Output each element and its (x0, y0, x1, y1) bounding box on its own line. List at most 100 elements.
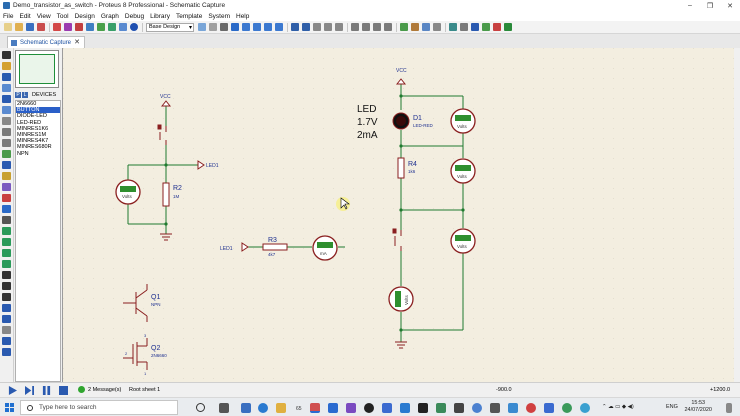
make-device-icon[interactable] (411, 23, 419, 31)
2d-arc-icon[interactable] (2, 249, 11, 257)
schematic-icon[interactable] (64, 23, 72, 31)
device-pins-icon[interactable] (2, 139, 11, 147)
system-tray-icons[interactable]: ⌃ ☁ ▭ ◆ ◀) (602, 404, 634, 410)
help-icon[interactable] (130, 23, 138, 31)
cortana-icon[interactable] (196, 403, 205, 412)
opera-icon[interactable] (526, 403, 536, 413)
origin-icon[interactable] (220, 23, 228, 31)
library-manager-button[interactable]: L (22, 92, 28, 98)
2d-circle-icon[interactable] (2, 238, 11, 246)
zoom-in-icon[interactable] (242, 23, 250, 31)
zoom-all-icon[interactable] (264, 23, 272, 31)
pick-device-icon[interactable] (400, 23, 408, 31)
voltmeter-led[interactable] (450, 108, 476, 134)
menu-system[interactable]: System (208, 12, 230, 20)
language-indicator[interactable]: ENG (666, 404, 678, 410)
text-script-icon[interactable] (2, 95, 11, 103)
proteus-taskbar-icon[interactable] (310, 403, 320, 413)
menu-template[interactable]: Template (175, 12, 203, 20)
new-sheet-icon[interactable] (482, 23, 490, 31)
open-folder-icon[interactable] (15, 23, 23, 31)
zoom-area-icon[interactable] (275, 23, 283, 31)
2d-path-icon[interactable] (2, 260, 11, 268)
mail-icon[interactable] (328, 403, 338, 413)
property-assignment-icon[interactable] (471, 23, 479, 31)
close-tab-icon[interactable]: ✕ (74, 39, 80, 46)
cut-icon[interactable] (313, 23, 321, 31)
block-delete-icon[interactable] (384, 23, 392, 31)
copy-icon[interactable] (324, 23, 332, 31)
buses-icon[interactable] (2, 106, 11, 114)
stop-simulation-icon[interactable] (59, 386, 68, 395)
tape-recorder-icon[interactable] (2, 161, 11, 169)
block-move-icon[interactable] (362, 23, 370, 31)
voltmeter-switch[interactable] (450, 228, 476, 254)
device-list-item[interactable]: 2N6660 (17, 101, 37, 107)
system-clock[interactable]: 15:53 24/07/2020 (684, 400, 712, 414)
menu-debug[interactable]: Debug (124, 12, 145, 20)
rotate-anticlockwise-icon[interactable] (2, 315, 11, 323)
menu-edit[interactable]: Edit (19, 12, 31, 20)
wire-label-icon[interactable] (2, 84, 11, 92)
notifications-icon[interactable] (726, 403, 732, 413)
2d-box-icon[interactable] (2, 227, 11, 235)
netlist-icon[interactable] (504, 23, 512, 31)
device-list-item[interactable]: BUTTON (16, 107, 60, 114)
app-icon-navy[interactable] (544, 403, 554, 413)
schematic-canvas[interactable]: VCC R2 1M LED1 Volts LED1 R3 4k7 mA Q1 N… (62, 48, 734, 382)
app-icon-purple[interactable] (346, 403, 356, 413)
maximize-button[interactable]: ❐ (706, 2, 714, 10)
packaging-tool-icon[interactable] (422, 23, 430, 31)
app-icon-lightblue[interactable] (508, 403, 518, 413)
mirror-y-icon[interactable] (2, 348, 11, 356)
step-simulation-icon[interactable] (25, 386, 34, 395)
menu-view[interactable]: View (36, 12, 51, 20)
component-mode-icon[interactable] (2, 62, 11, 70)
new-file-icon[interactable] (4, 23, 12, 31)
current-probe-icon[interactable] (2, 194, 11, 202)
menu-help[interactable]: Help (236, 12, 250, 20)
refresh-icon[interactable] (198, 23, 206, 31)
file-explorer-icon[interactable] (276, 403, 286, 413)
2d-text-icon[interactable] (2, 271, 11, 279)
subcircuit-icon[interactable] (2, 117, 11, 125)
app-icon-teal[interactable] (562, 403, 572, 413)
redo-icon[interactable] (302, 23, 310, 31)
overview-window[interactable] (15, 50, 59, 88)
device-list-item[interactable]: MINRES680R (17, 144, 52, 151)
gerber-icon[interactable] (97, 23, 105, 31)
voltage-probe-icon[interactable] (2, 183, 11, 191)
run-simulation-icon[interactable] (8, 386, 17, 395)
menu-graph[interactable]: Graph (100, 12, 119, 20)
home-icon[interactable] (53, 23, 61, 31)
app-icon-gray[interactable] (490, 403, 500, 413)
close-button[interactable]: ✕ (727, 2, 733, 10)
voltmeter-r4[interactable] (450, 158, 476, 184)
decompose-icon[interactable] (433, 23, 441, 31)
block-copy-icon[interactable] (351, 23, 359, 31)
design-variant-dropdown[interactable]: Base Design (146, 22, 194, 32)
rotation-angle-field[interactable] (2, 326, 11, 334)
bom-icon[interactable] (108, 23, 116, 31)
pick-devices-button[interactable]: P (15, 92, 21, 98)
source-code-icon[interactable] (119, 23, 127, 31)
rotate-clockwise-icon[interactable] (2, 304, 11, 312)
voltmeter-bottom[interactable] (388, 286, 414, 312)
app-icon-blue[interactable] (382, 403, 392, 413)
device-list-item[interactable]: MINRES1K6 (17, 125, 49, 132)
2d-line-icon[interactable] (2, 216, 11, 224)
task-view-icon[interactable] (219, 403, 229, 413)
schematic-drawing[interactable]: VCC R2 1M LED1 Volts LED1 R3 4k7 mA Q1 N… (63, 48, 734, 382)
device-list-item[interactable]: MINRES4K7 (17, 138, 49, 145)
device-list-item[interactable]: MINRES1M (17, 132, 47, 139)
device-list-item[interactable]: NPN (17, 150, 29, 157)
graph-icon[interactable] (2, 150, 11, 158)
3d-view-icon[interactable] (86, 23, 94, 31)
grid-icon[interactable] (209, 23, 217, 31)
edge-browser-icon[interactable] (258, 403, 268, 413)
led-d1[interactable] (392, 112, 410, 130)
app-icon-dark[interactable] (454, 403, 464, 413)
windows-start-icon[interactable] (5, 403, 14, 412)
chrome-icon[interactable] (472, 403, 482, 413)
